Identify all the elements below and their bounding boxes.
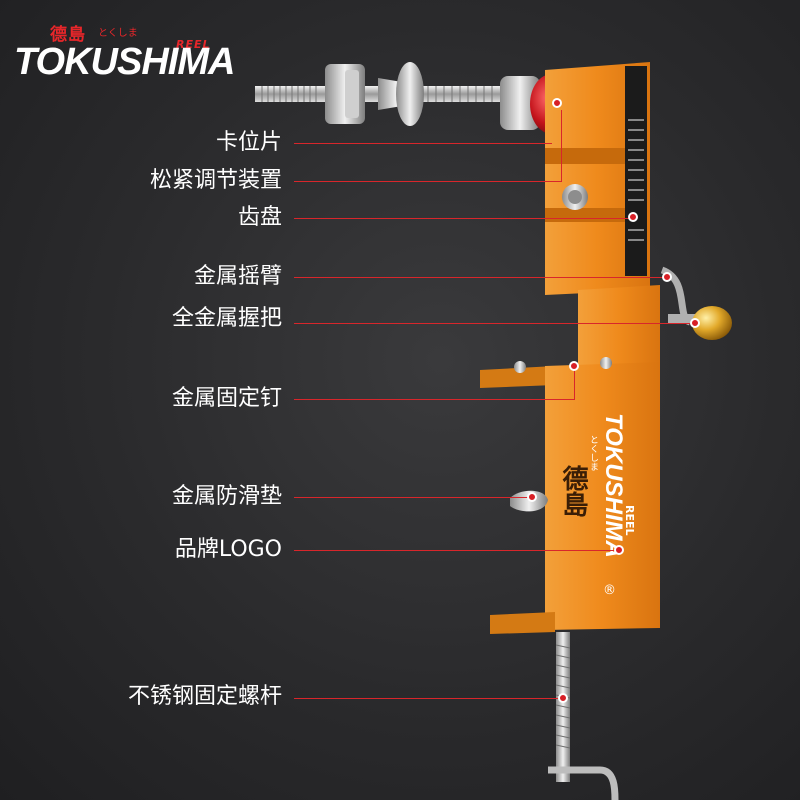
- callout-label-clamp-screw: 不锈钢固定螺杆: [127, 684, 282, 709]
- callout-dot-clamp-screw: [558, 693, 568, 703]
- callout-dot-metal-arm: [662, 272, 672, 282]
- callout-dot-locking-plate: [552, 98, 562, 108]
- brand-logo: 德島 とくしま REEL TOKUSHIMA: [14, 18, 274, 82]
- engraving-reel: REEL: [623, 505, 636, 536]
- engraving-chinese: 德島: [558, 465, 588, 517]
- neck-body: [578, 285, 660, 370]
- callout-dot-metal-pin: [569, 361, 579, 371]
- callout-line-metal-arm: [294, 277, 666, 278]
- callout-leader-tension-adjuster: [561, 110, 562, 182]
- callout-line-gear-plate: [294, 218, 632, 219]
- callout-dot-gear-plate: [628, 212, 638, 222]
- callout-line-locking-plate: [294, 143, 552, 144]
- clamp-screw: [548, 632, 619, 800]
- callout-line-anti-slip-pad: [294, 497, 532, 498]
- engraving-kana: とくしま: [588, 435, 598, 471]
- callout-line-metal-grip: [294, 323, 694, 324]
- callout-leader-metal-pin: [574, 366, 575, 400]
- callout-line-brand-logo: [294, 550, 620, 551]
- callout-dot-brand-logo: [614, 545, 624, 555]
- callout-label-metal-grip: 全金属握把: [171, 306, 282, 331]
- callout-label-tension-adjuster: 松紧调节装置: [149, 168, 282, 193]
- callout-label-locking-plate: 卡位片: [215, 130, 282, 155]
- crank-handle: [660, 266, 732, 340]
- callout-line-metal-pin: [294, 399, 574, 400]
- callout-line-tension-adjuster: [294, 181, 562, 182]
- callout-label-brand-logo: 品牌LOGO: [174, 537, 282, 562]
- engraving-english: TOKUSHIMA: [600, 413, 627, 558]
- logo-brand-chinese: 德島: [50, 25, 86, 45]
- logo-brand-kana: とくしま: [98, 28, 138, 39]
- callout-label-gear-plate: 齿盘: [237, 205, 282, 230]
- tension-screw-rod: [255, 62, 555, 130]
- callout-label-metal-arm: 金属摇臂: [193, 264, 282, 289]
- lower-body: [480, 357, 660, 634]
- callout-dot-anti-slip-pad: [527, 492, 537, 502]
- callout-label-metal-pin: 金属固定钉: [171, 386, 282, 411]
- engraving-registered-mark: ®: [603, 583, 616, 598]
- callout-label-anti-slip-pad: 金属防滑垫: [171, 484, 282, 509]
- callout-dot-metal-grip: [690, 318, 700, 328]
- logo-brand-reel: REEL: [176, 38, 211, 51]
- upper-body: [545, 62, 650, 295]
- product-brand-engraving: 德島 とくしま REEL TOKUSHIMA ®: [558, 405, 645, 615]
- callout-line-clamp-screw: [294, 698, 564, 699]
- logo-brand-english: TOKUSHIMA: [14, 41, 235, 83]
